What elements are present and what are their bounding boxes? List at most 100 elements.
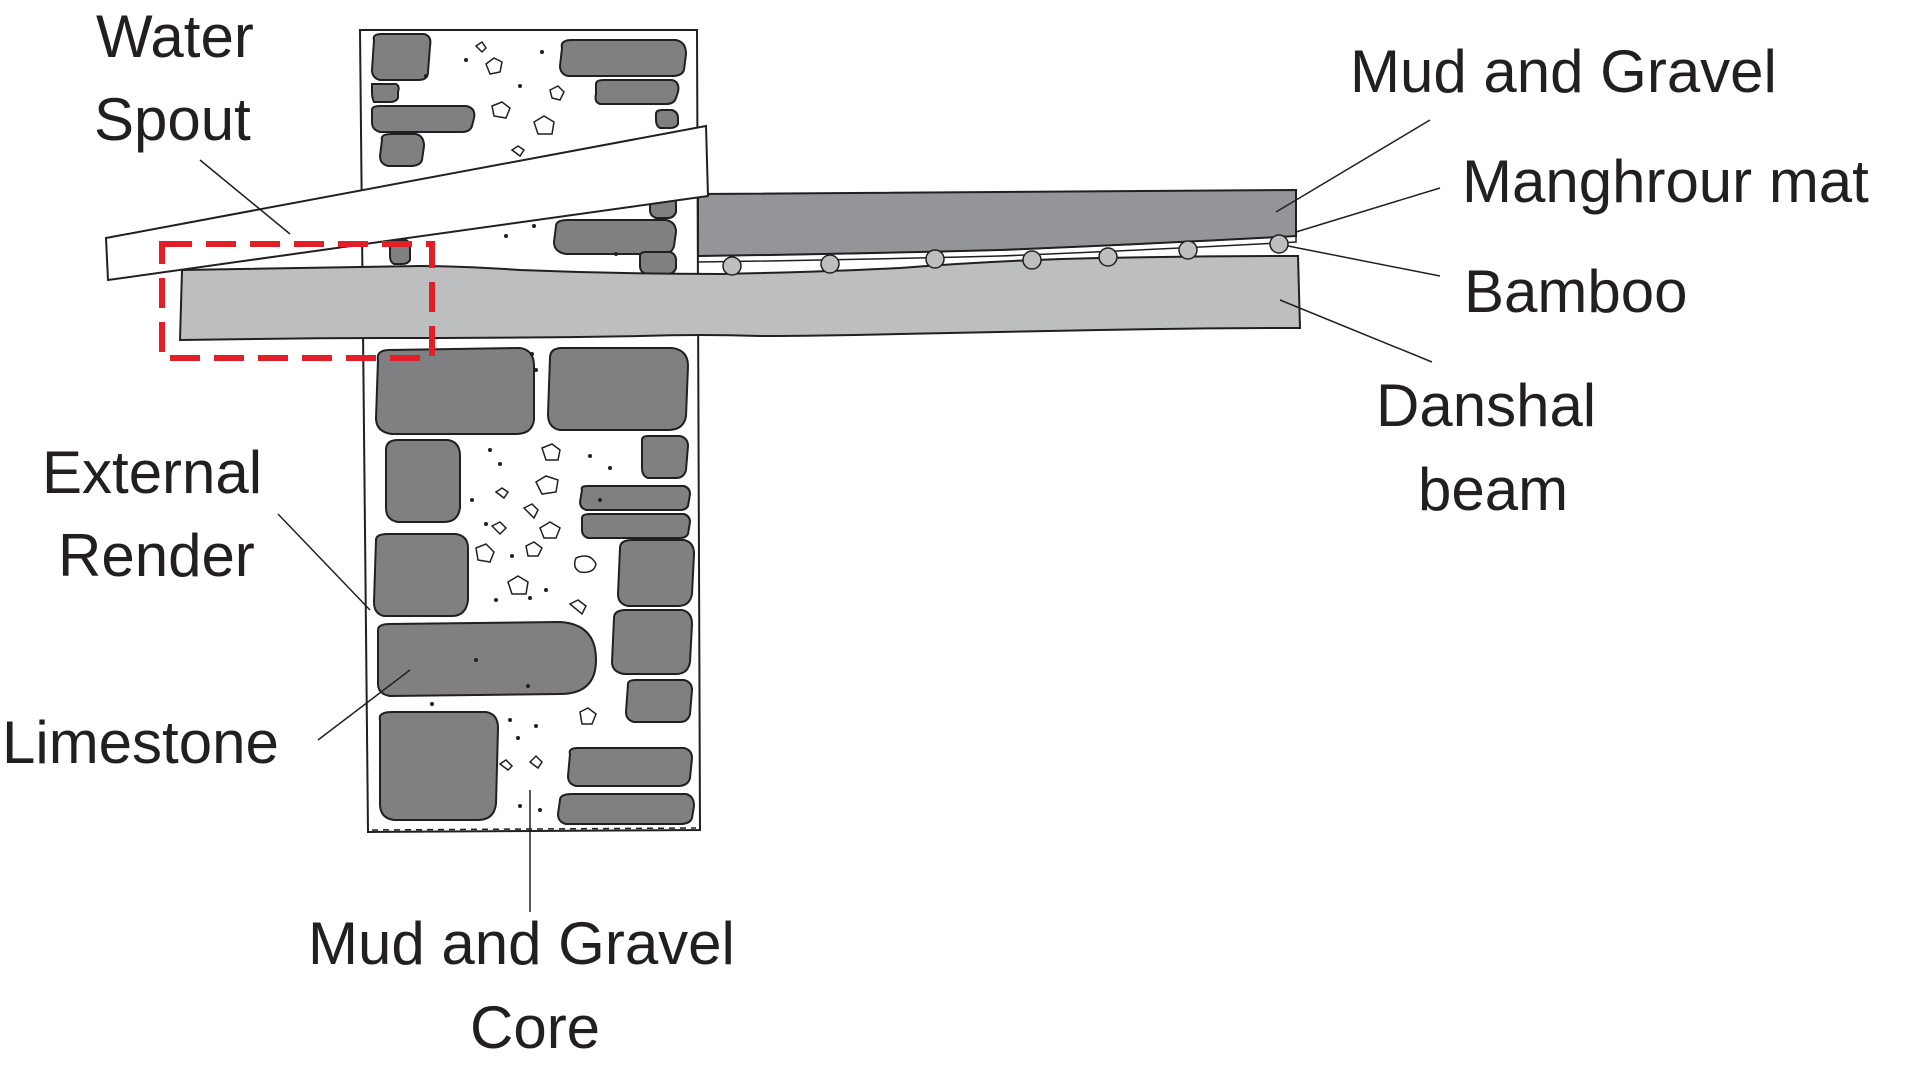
gravel-speck [424,74,428,78]
gravel-pebble [490,521,508,536]
gravel-speck [534,368,538,372]
gravel-speck [498,462,502,466]
leader-danshal-beam [1279,299,1433,363]
limestone-block [624,679,694,723]
label-danshal-1: Danshal [1376,372,1596,439]
leader-mud-gravel [1275,119,1431,213]
bamboo-pole [925,249,945,269]
limestone-blocks-lower [372,346,696,825]
gravel-speck [464,58,468,62]
limestone-block [594,79,680,105]
gravel-pebble [573,555,597,574]
gravel-speck [504,234,508,238]
gravel-specks [424,50,618,812]
gravel-speck [608,466,612,470]
limestone-block [372,533,469,617]
bamboo-poles [722,234,1289,276]
limestone-block [578,485,692,511]
gravel-speck [430,702,434,706]
gravel-speck [474,658,478,662]
gravel-pebble [498,759,514,771]
limestone-block [378,711,500,821]
danshal-beam [178,254,1302,342]
leader-lines [199,119,1441,912]
gravel-speck [598,498,602,502]
bamboo-pole [820,254,840,274]
gravel-pebble [539,521,561,539]
gravel-pebble [510,145,526,158]
label-water-spout-1: Water [96,3,254,70]
gravel-speck [530,352,534,356]
label-limestone: Limestone [2,709,279,776]
gravel-pebble [535,475,559,495]
gravel-speck [516,736,520,740]
gravel-pebble [474,40,487,54]
gravel-pebble [525,541,543,557]
gravel-speck [526,684,530,688]
limestone-block [566,747,694,787]
limestone-block [371,83,400,103]
bamboo-pole [1269,234,1289,254]
limestone-block [377,620,598,698]
gravel-speck [614,252,618,256]
gravel-speck [544,588,548,592]
label-core-2: Core [470,994,600,1061]
limestone-block [641,435,690,479]
gravel-speck [518,84,522,88]
gravel-speck [508,718,512,722]
bamboo-pole [1178,240,1198,260]
gravel-pebble [579,707,597,725]
gravel-speck [534,724,538,728]
limestone-block [616,539,696,607]
gravel-speck [510,554,514,558]
gravel-pebble [528,754,543,770]
leader-external-render [277,513,371,611]
limestone-block [546,347,690,431]
limestone-block [556,793,696,825]
limestone-block [552,219,678,255]
label-manghrour-mat: Manghrour mat [1462,148,1869,215]
limestone-block [385,439,461,523]
gravel-speck [494,598,498,602]
gravel-core [474,40,597,771]
gravel-pebble [541,443,561,461]
label-danshal-2: beam [1418,456,1568,523]
gravel-speck [532,224,536,228]
gravel-pebble [485,57,503,75]
gravel-speck [470,498,474,502]
leader-bamboo [1287,245,1441,277]
limestone-block [655,109,679,129]
label-mud-gravel: Mud and Gravel [1350,38,1777,105]
limestone-block [610,609,694,675]
gravel-speck [488,448,492,452]
gravel-speck [588,454,592,458]
bamboo-pole [1098,247,1118,267]
gravel-pebble [533,115,555,135]
limestone-blocks-upper [370,33,688,275]
limestone-block [370,33,432,81]
gravel-pebble [475,543,495,563]
leader-limestone [317,669,411,741]
gravel-pebble [491,101,511,119]
label-core-1: Mud and Gravel [308,910,735,977]
limestone-block [581,513,692,539]
bamboo-pole [722,256,742,276]
gravel-speck [528,596,532,600]
leader-manghrour-mat [1295,187,1441,233]
gravel-pebble [494,487,510,500]
gravel-speck [518,804,522,808]
gravel-speck [540,50,544,54]
gravel-pebble [522,503,539,520]
gravel-speck [484,522,488,526]
limestone-block [558,39,688,77]
label-external-1: External [42,439,262,506]
gravel-pebble [549,85,565,101]
leader-water-spout [199,159,291,235]
bamboo-pole [1022,250,1042,270]
gravel-speck [538,808,542,812]
limestone-block [371,105,476,133]
limestone-block [639,251,677,275]
label-external-2: Render [58,522,255,589]
highlight-box [159,241,435,361]
